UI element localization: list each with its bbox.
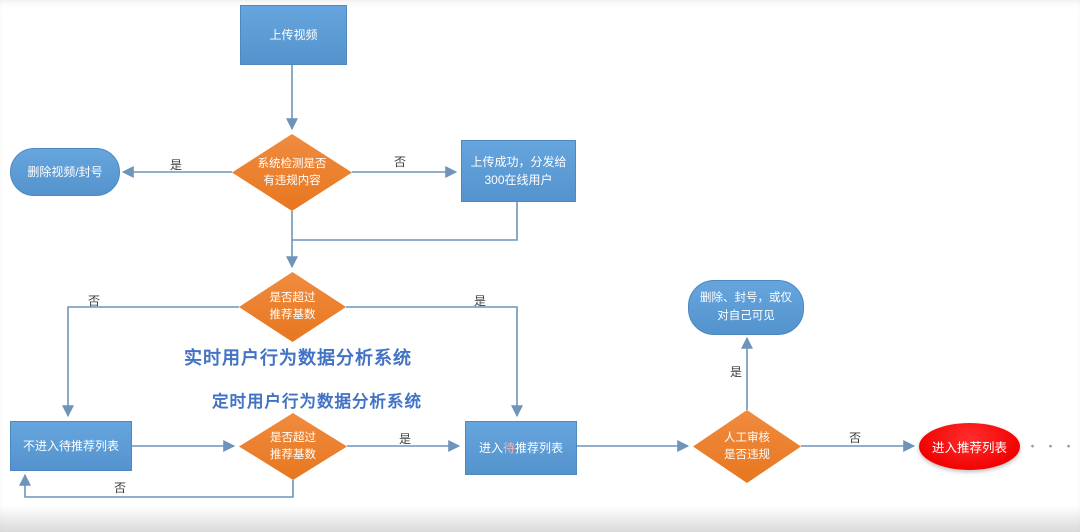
node-manual-review-line2: 是否违规 [724, 448, 770, 461]
edge-exceed-top-no [62, 306, 239, 418]
node-enter-pending-list-label: 进入待推荐列表 [479, 439, 563, 457]
node-enter-pending-list: 进入待推荐列表 [465, 421, 577, 475]
edge-success-return [292, 200, 518, 241]
node-not-enter-pending-list-label: 不进入待推荐列表 [22, 439, 119, 453]
node-detect-violation-line1: 系统检测是否 [257, 157, 327, 170]
ellipsis-dots: ・・・ [1026, 439, 1080, 454]
node-exceed-base-bottom-line2: 推荐基数 [270, 448, 316, 461]
node-manual-review-line1: 人工审核 [724, 431, 770, 444]
node-enter-recommend-list: 进入推荐列表 [919, 423, 1020, 470]
node-upload-success: 上传成功，分发给 300在线用户 [461, 140, 576, 202]
node-exceed-base-top-line1: 是否超过 [269, 292, 316, 305]
edge-exceed-bottom-no-loop [19, 473, 294, 498]
enter-pending-highlight: 待 [502, 441, 515, 455]
edge-label-exceed-top-yes: 是 [474, 294, 487, 308]
node-delete-video-ban-label: 删除视频/封号 [27, 165, 103, 179]
enter-pending-suffix: 推荐列表 [515, 441, 564, 455]
annotation-scheduled-system: 定时用户行为数据分析系统 [212, 393, 422, 411]
node-upload-video: 上传视频 [240, 5, 347, 65]
node-delete-ban-self-only-line2: 对自己可见 [717, 309, 775, 322]
node-exceed-base-bottom-line1: 是否超过 [270, 431, 316, 444]
node-enter-recommend-list-label: 进入推荐列表 [931, 441, 1007, 455]
node-delete-ban-self-only-line1: 删除、封号，或仅 [700, 292, 792, 305]
node-not-enter-pending-list: 不进入待推荐列表 [10, 421, 132, 471]
edge-label-detect-yes: 是 [170, 158, 183, 172]
edge-label-review-yes: 是 [730, 365, 743, 379]
edge-exceed-top-yes [346, 306, 523, 418]
node-exceed-base-top-line2: 推荐基数 [269, 309, 316, 321]
node-upload-success-line1: 上传成功，分发给 [470, 155, 567, 169]
edge-label-review-no: 否 [849, 431, 862, 445]
edge-label-exceed-bottom-no: 否 [114, 481, 127, 495]
node-detect-violation-line2: 有违规内容 [263, 174, 321, 187]
edge-label-detect-no: 否 [394, 155, 407, 169]
node-delete-video-ban: 删除视频/封号 [10, 148, 120, 196]
node-upload-video-label: 上传视频 [269, 28, 318, 42]
enter-pending-prefix: 进入 [478, 441, 503, 455]
node-upload-success-line2: 300在线用户 [484, 173, 553, 187]
annotation-realtime-system: 实时用户行为数据分析系统 [184, 348, 412, 368]
edge-label-exceed-top-no: 否 [88, 294, 101, 308]
edge-label-exceed-bottom-yes: 是 [399, 432, 412, 446]
node-delete-ban-self-only: 删除、封号，或仅 对自己可见 [688, 280, 804, 335]
